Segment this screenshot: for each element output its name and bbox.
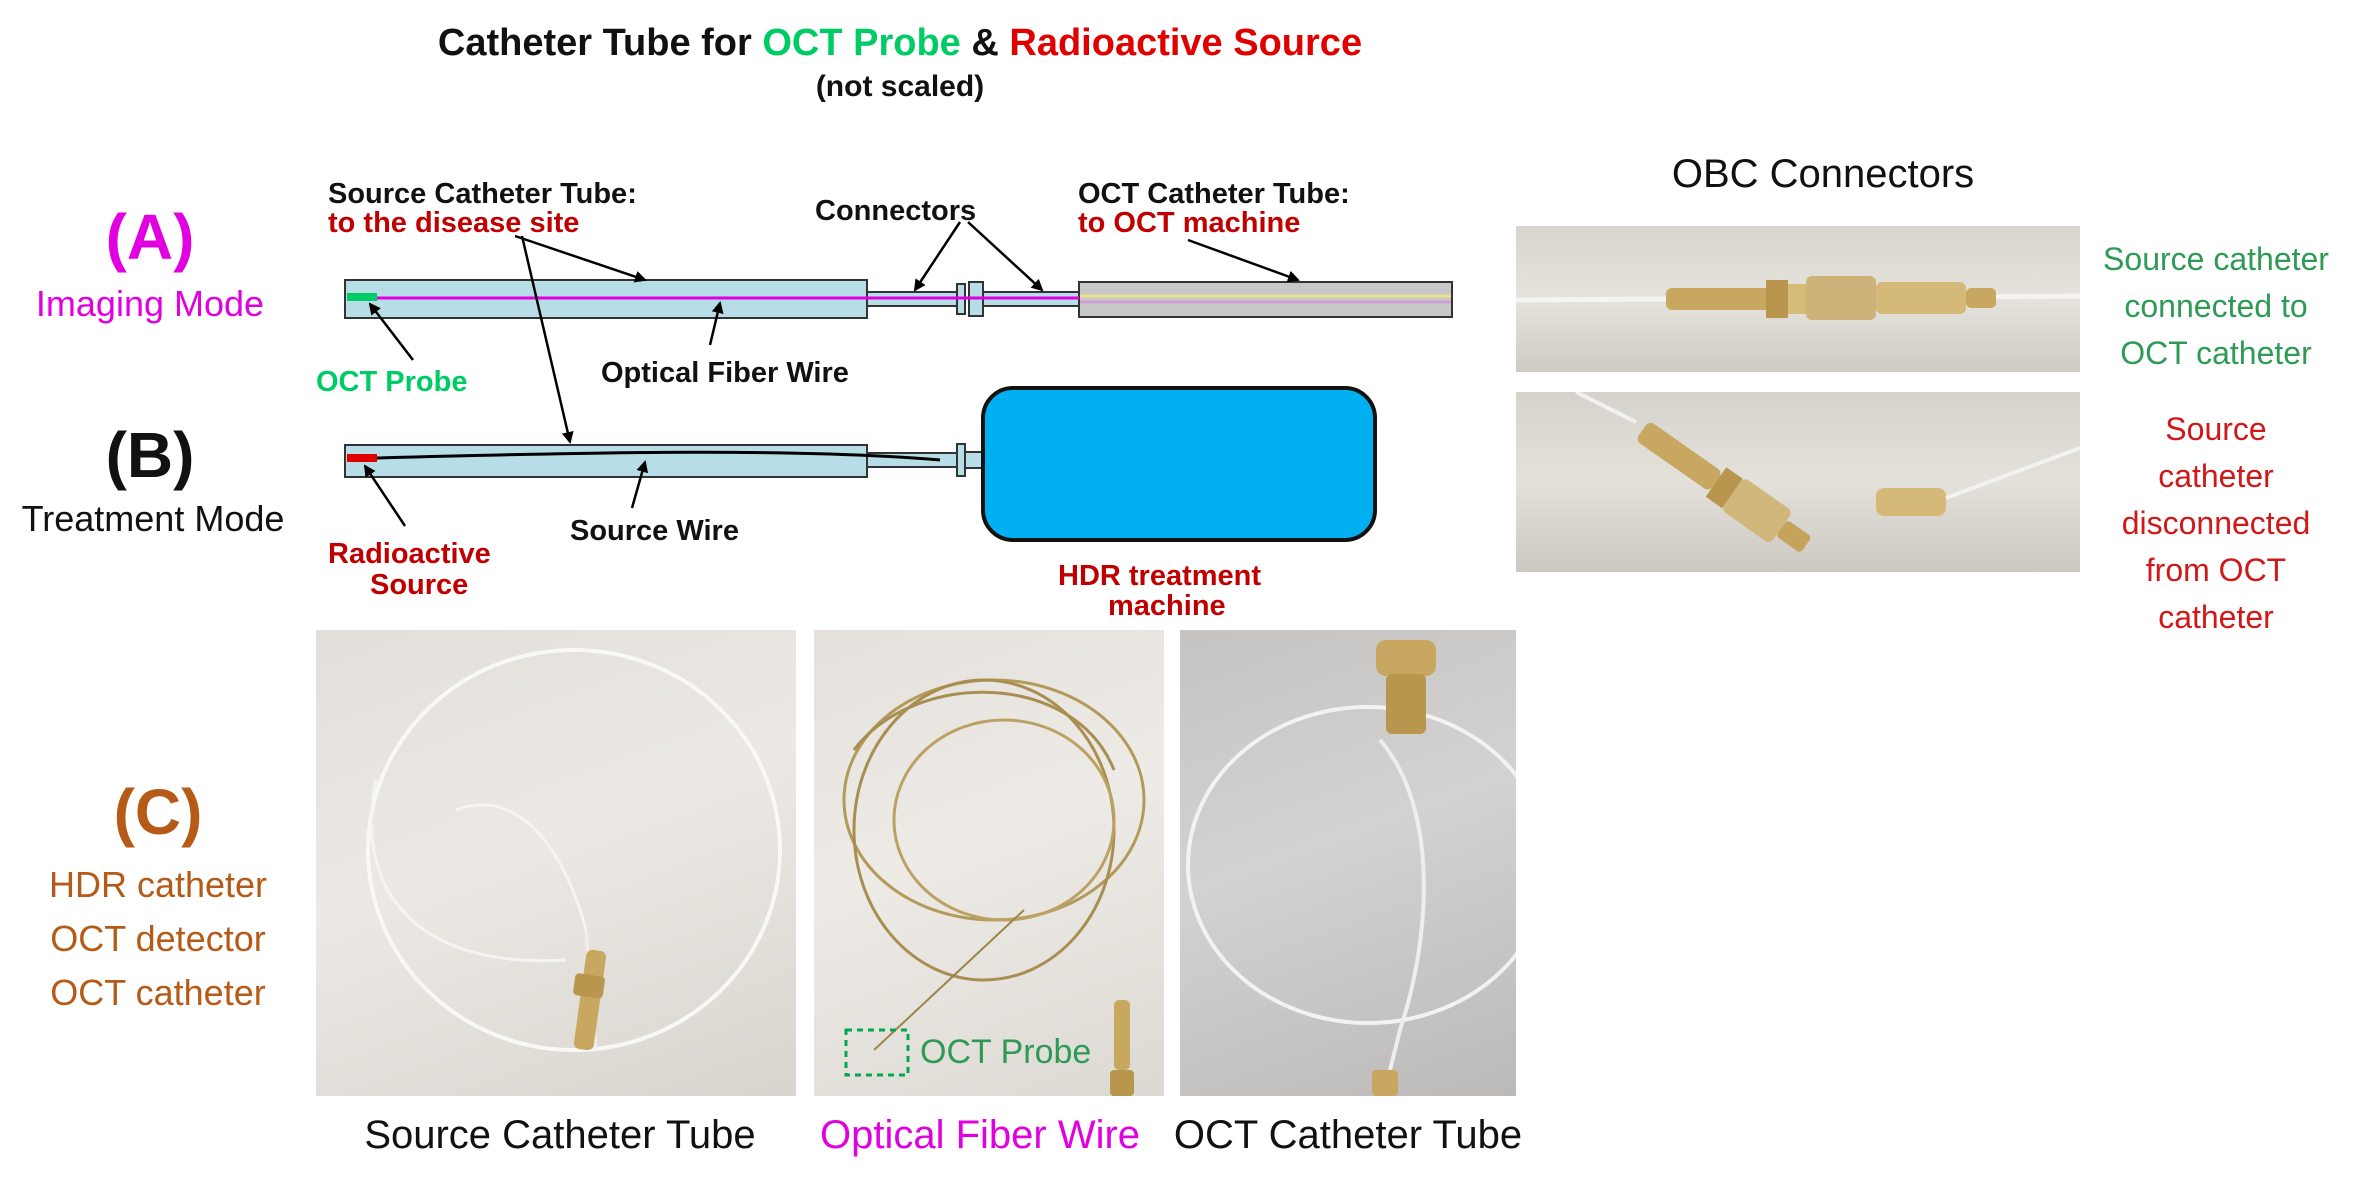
label-to-oct-machine: to OCT machine <box>1078 207 1301 239</box>
obc-disconnected-line-3: disconnected <box>2121 505 2311 541</box>
label-oct-catheter-tube: OCT Catheter Tube: <box>1078 178 1350 210</box>
label-hdr-line1: HDR treatment <box>1058 560 1262 592</box>
label-to-disease-site: to the disease site <box>328 207 580 239</box>
obc-disconnected-line-2: catheter <box>2158 458 2274 494</box>
mode-a-text: Imaging Mode <box>35 283 265 324</box>
mode-c-line-2: OCT detector <box>50 918 266 959</box>
label-connectors: Connectors <box>815 195 977 227</box>
source-wire-line <box>376 450 941 462</box>
title-radioactive-source: Radioactive Source <box>1009 22 1363 64</box>
label-radioactive: Radioactive <box>328 538 491 570</box>
obc-disconnected-line-1: Source <box>2165 411 2267 447</box>
obc-connected-line-2: connected to <box>2124 288 2308 324</box>
caption-source-catheter-tube: Source Catheter Tube <box>364 1113 756 1157</box>
title-oct-probe: OCT Probe <box>762 22 961 64</box>
photo-source-catheter-tube <box>316 630 796 1096</box>
obc-connected-line-1: Source catheter <box>2103 241 2329 277</box>
connector-b-ring1 <box>956 443 966 477</box>
label-oct-probe: OCT Probe <box>316 366 468 398</box>
obc-photo-connected <box>1516 226 2080 372</box>
mode-b-letter: (B) <box>105 419 195 491</box>
label-source-wire: Source Wire <box>570 515 739 547</box>
hdr-treatment-machine <box>981 386 1377 542</box>
obc-disconnected-label: Source catheter disconnected from OCT ca… <box>2090 406 2342 641</box>
label-source: Source <box>370 569 469 601</box>
obc-connected-label: Source catheter connected to OCT cathete… <box>2070 236 2362 377</box>
obc-photo-disconnected <box>1516 392 2080 572</box>
obc-disconnected-line-5: catheter <box>2158 599 2274 635</box>
label-hdr-line2: machine <box>1108 590 1226 622</box>
source-catheter-tube-b <box>344 444 868 478</box>
caption-oct-catheter-tube: OCT Catheter Tube <box>1173 1113 1523 1157</box>
photo-optical-fiber-wire <box>814 630 1164 1096</box>
oct-probe-tip-a <box>347 293 377 301</box>
radioactive-source-tip <box>347 454 377 462</box>
connector-b-ring2 <box>964 451 984 469</box>
figure-subtitle: (not scaled) <box>815 70 985 103</box>
mode-c-line-1: HDR catheter <box>48 864 268 905</box>
photo-oct-catheter-tube <box>1180 630 1516 1096</box>
label-source-catheter-tube: Source Catheter Tube: <box>328 178 637 210</box>
mode-a-letter: (A) <box>105 201 195 273</box>
oct-catheter-tube-a <box>1078 281 1453 318</box>
mode-c-line-3: OCT catheter <box>50 972 266 1013</box>
mode-b-text: Treatment Mode <box>21 498 285 539</box>
photo-oct-probe-inset-label: OCT Probe <box>920 1033 1092 1071</box>
figure-title: Catheter Tube for OCT Probe & Radioactiv… <box>0 22 1800 65</box>
title-amp: & <box>960 22 1010 64</box>
title-prefix: Catheter Tube for <box>437 22 763 64</box>
mode-c-letter: (C) <box>113 776 203 848</box>
obc-connected-line-3: OCT catheter <box>2120 335 2312 371</box>
label-optical-fiber-wire: Optical Fiber Wire <box>601 357 849 389</box>
mode-c-text: HDR catheter OCT detector OCT catheter <box>20 858 296 1020</box>
caption-optical-fiber-wire: Optical Fiber Wire <box>819 1113 1141 1157</box>
obc-title: OBC Connectors <box>1671 152 1975 196</box>
obc-disconnected-line-4: from OCT <box>2145 552 2287 588</box>
